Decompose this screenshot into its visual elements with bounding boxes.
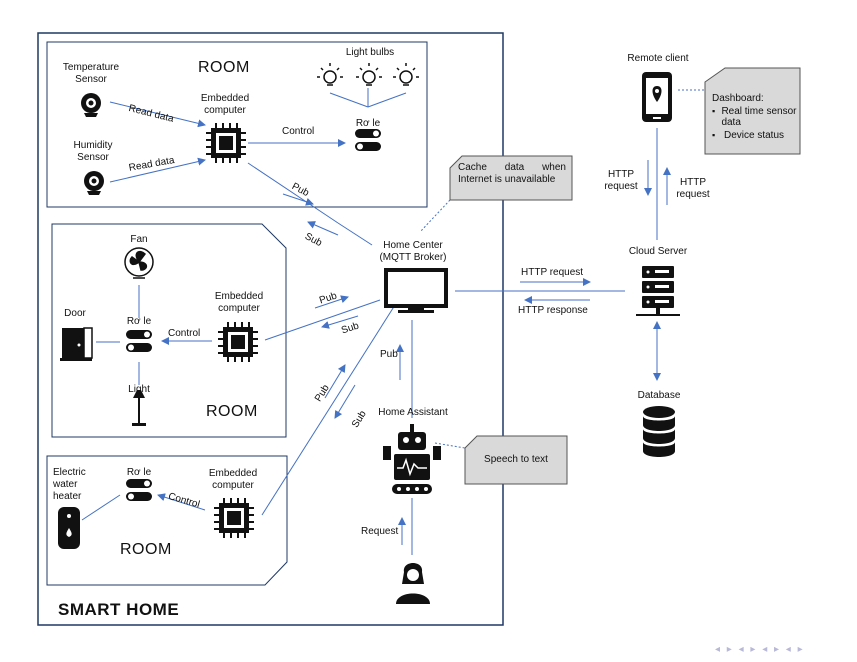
- light-bulb-icon: [356, 63, 382, 86]
- relay-label-1: Rơ le: [355, 118, 381, 129]
- room-frame-3: [46, 455, 288, 586]
- request-label: Request: [361, 526, 399, 537]
- speech-callout-line: [434, 442, 466, 449]
- temperature-sensor-label: Temperature Sensor: [62, 62, 120, 85]
- humidity-sensor-label: Humidity Sensor: [73, 140, 113, 163]
- embedded-computer-icon-1: [206, 123, 246, 163]
- room1-sub-arrow: [307, 221, 339, 236]
- cache-note-text: Cache data when Internet is unavailable: [458, 162, 566, 185]
- room3-sub-arrow: [334, 384, 356, 419]
- dashboard-item: ▪ Device status: [712, 130, 798, 141]
- dashboard-title: Dashboard:: [712, 93, 764, 104]
- fan-icon: [124, 247, 154, 279]
- room1-link: [247, 162, 339, 224]
- pub-label-4: Pub: [380, 349, 398, 360]
- dashboard-item-text: Real time sensor data: [721, 106, 797, 128]
- person-icon: [396, 563, 430, 604]
- smart-home-title: SMART HOME: [58, 600, 180, 619]
- phone-icon: [642, 72, 672, 122]
- home-assistant-label: Home Assistant: [378, 407, 448, 418]
- light-bulbs-label: Light bulbs: [345, 47, 395, 58]
- relay-heater-line: [81, 494, 121, 521]
- relay-bulb-left: [329, 92, 369, 108]
- door-icon: [60, 327, 93, 361]
- embedded-computer-label-3: Embedded computer: [208, 468, 258, 491]
- humidity-sensor-icon: [84, 171, 104, 195]
- control-label-2: Control: [168, 328, 201, 339]
- light-bulb-icon: [317, 63, 343, 86]
- room2-sub-arrow: [321, 315, 359, 329]
- relay-icon-2: [126, 330, 152, 352]
- server-icon: [636, 266, 680, 316]
- dashboard-item: ▪ Real time sensor data: [712, 106, 798, 128]
- temp-to-embedded-line: [109, 101, 206, 128]
- room2-link: [264, 299, 381, 341]
- control-label-1: Control: [282, 126, 315, 137]
- fan-label: Fan: [130, 234, 148, 245]
- client-http-request-label: HTTP request: [604, 169, 638, 192]
- water-heater-icon: [58, 507, 80, 549]
- relay-bulb-right: [367, 92, 407, 108]
- water-heater-label: Electric water heater: [53, 467, 86, 502]
- relay-label-2: Rơ le: [126, 316, 152, 327]
- embedded-computer-icon-2: [218, 322, 258, 362]
- robot-icon: [383, 424, 441, 494]
- room-title-2: ROOM: [206, 403, 258, 420]
- room2-pub-arrow: [314, 295, 349, 309]
- room-title-1: ROOM: [198, 59, 250, 76]
- door-label: Door: [64, 308, 86, 319]
- http-request-label: HTTP request: [521, 267, 584, 278]
- remote-client-label: Remote client: [627, 53, 689, 64]
- home-center-label: Home Center (MQTT Broker): [379, 240, 447, 263]
- embedded-computer-label-1: Embedded computer: [200, 93, 250, 116]
- bullet-icon: ▪: [712, 106, 716, 116]
- humidity-to-embedded-line: [109, 157, 206, 183]
- monitor-icon: [384, 268, 448, 313]
- relay-label-3: Rơ le: [126, 467, 152, 478]
- bullet-icon: ▪: [712, 130, 716, 140]
- embedded-computer-icon-3: [214, 498, 254, 538]
- light-bulb-icon: [393, 63, 419, 86]
- room3-control-line: [157, 493, 206, 511]
- speech-note-text: Speech to text: [484, 454, 548, 465]
- dashboard-note-shape: [704, 67, 801, 155]
- cache-note-shape: [449, 155, 573, 201]
- database-label: Database: [637, 390, 681, 401]
- room-frame-2: [51, 223, 287, 438]
- http-response-label: HTTP response: [518, 305, 588, 316]
- room3-link: [261, 304, 396, 516]
- speech-note-shape: [464, 435, 568, 485]
- cloud-server-label: Cloud Server: [628, 246, 688, 257]
- room3-pub-arrow: [324, 364, 346, 399]
- cache-callout-line: [419, 199, 451, 233]
- client-http-request-label-2: HTTP request: [676, 177, 710, 200]
- temperature-sensor-icon: [81, 93, 101, 117]
- relay-icon-1: [355, 129, 381, 151]
- smart-home-frame: [37, 32, 504, 626]
- embedded-computer-label-2: Embedded computer: [214, 291, 264, 314]
- light-label: Light: [128, 384, 150, 395]
- slide-navigation-icons[interactable]: ◂ ▸ ◂ ▸ ◂ ▸ ◂ ▸: [715, 644, 805, 655]
- room-frame-1: [46, 41, 428, 208]
- room-title-3: ROOM: [120, 541, 172, 558]
- database-icon: [643, 406, 675, 457]
- relay-icon-3: [126, 479, 152, 501]
- floor-lamp-icon: [132, 390, 146, 426]
- room1-pub-arrow: [282, 193, 314, 206]
- room1-link-to-center: [337, 222, 373, 246]
- dashboard-note: Dashboard: ▪ Real time sensor data ▪ Dev…: [712, 93, 798, 141]
- dashboard-item-text: Device status: [724, 130, 785, 141]
